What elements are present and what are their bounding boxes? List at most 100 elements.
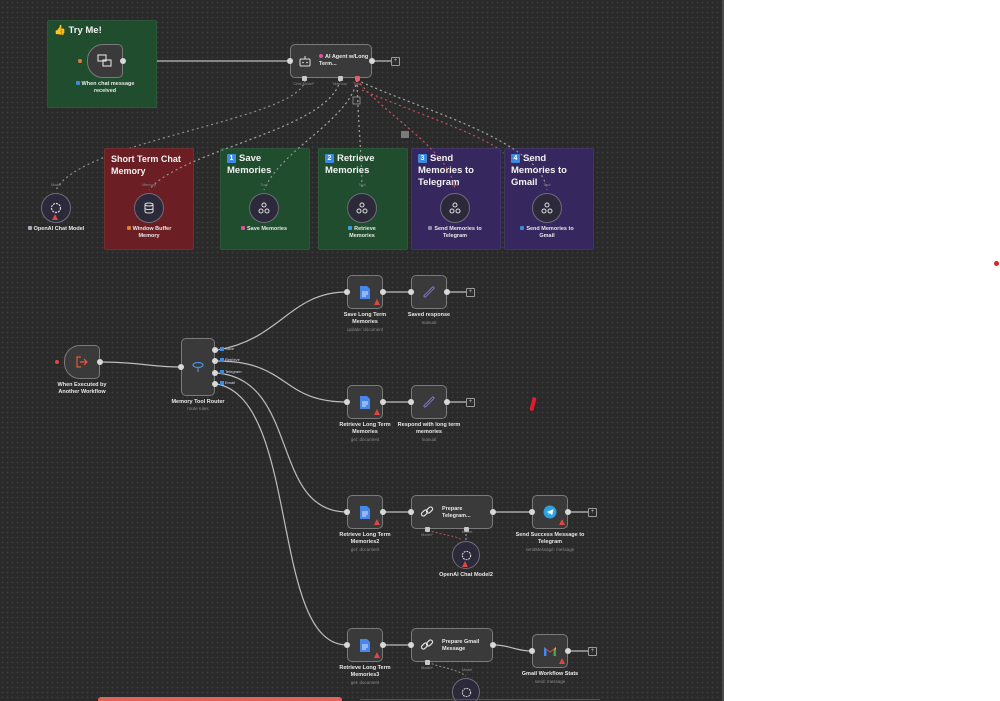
- agent-tool-plus-box: [352, 96, 361, 105]
- pen-icon: [412, 386, 446, 418]
- output-port[interactable]: [380, 642, 386, 648]
- input-port[interactable]: [344, 509, 350, 515]
- input-port[interactable]: [344, 642, 350, 648]
- tool-port[interactable]: [355, 76, 360, 81]
- output-port[interactable]: [380, 289, 386, 295]
- node-label: Memory Tool Router: [171, 399, 225, 405]
- output-port-save[interactable]: [212, 347, 218, 353]
- warning-icon: [374, 652, 380, 658]
- node-subtitle: get: document: [350, 680, 380, 685]
- connection-delete-box: [401, 131, 409, 138]
- router-output-label: Save: [220, 346, 234, 351]
- model-port[interactable]: [425, 660, 430, 665]
- output-port[interactable]: [380, 399, 386, 405]
- cursor-indicator: [994, 261, 999, 266]
- workflow-icon: [348, 194, 376, 222]
- input-port[interactable]: [344, 289, 350, 295]
- input-port[interactable]: [408, 642, 414, 648]
- node-label: Gmail Workflow Stats: [521, 671, 579, 677]
- node-label: Save Memories: [230, 226, 298, 233]
- edge-exec-to-router: [99, 361, 182, 368]
- add-node-button[interactable]: +: [466, 288, 475, 297]
- openai-icon: [453, 679, 479, 701]
- node-respond-long-term-memories[interactable]: [411, 385, 447, 419]
- add-node-button[interactable]: +: [588, 647, 597, 656]
- output-port[interactable]: [444, 399, 450, 405]
- input-port[interactable]: [178, 364, 184, 370]
- google-docs-icon: [348, 496, 382, 528]
- output-port-email[interactable]: [212, 381, 218, 387]
- node-save-memories-tool[interactable]: [249, 193, 279, 223]
- output-port[interactable]: [380, 509, 386, 515]
- node-label: Respond with long term memories: [397, 422, 461, 435]
- node-chat-trigger[interactable]: [87, 44, 123, 78]
- input-port[interactable]: [287, 58, 293, 64]
- node-exec-trigger[interactable]: [64, 345, 100, 379]
- output-port[interactable]: [97, 359, 103, 365]
- output-port[interactable]: [565, 648, 571, 654]
- node-retrieve-memories-tool[interactable]: [347, 193, 377, 223]
- output-port[interactable]: [565, 509, 571, 515]
- exit-icon: [65, 346, 99, 378]
- output-port[interactable]: [490, 509, 496, 515]
- warning-icon: [559, 519, 565, 525]
- edge-router-retrieve: [216, 360, 348, 403]
- input-port[interactable]: [408, 399, 414, 405]
- sticky-title: Short Term Chat Memory: [111, 154, 181, 176]
- node-title: Prepare Gmail Message: [442, 639, 480, 652]
- input-port[interactable]: [529, 648, 535, 654]
- port-label-tool: Tool: [451, 183, 459, 187]
- node-send-gmail-tool[interactable]: [532, 193, 562, 223]
- add-node-button[interactable]: +: [391, 57, 400, 66]
- output-port[interactable]: [444, 289, 450, 295]
- node-ai-agent[interactable]: AI Agent w/Long Term...: [290, 44, 372, 78]
- memory-port[interactable]: [338, 76, 343, 81]
- add-node-button[interactable]: +: [466, 398, 475, 407]
- port-label-memory: Memory: [142, 183, 156, 187]
- chat-model-port[interactable]: [302, 76, 307, 81]
- workflow-icon: [533, 194, 561, 222]
- port-label-model: Model: [461, 530, 473, 534]
- output-port[interactable]: [490, 642, 496, 648]
- input-port[interactable]: [529, 509, 535, 515]
- bottom-toolbar-button[interactable]: [98, 697, 342, 701]
- info-dot: [348, 226, 353, 230]
- node-label: OpenAI Chat Model: [26, 226, 86, 233]
- google-docs-icon: [348, 386, 382, 418]
- input-port[interactable]: [344, 399, 350, 405]
- input-port[interactable]: [408, 509, 414, 515]
- warning-icon: [462, 561, 468, 567]
- node-label: OpenAI Chat Model2: [439, 572, 493, 578]
- output-port[interactable]: [369, 58, 375, 64]
- edge-router-telegram: [216, 372, 348, 513]
- node-memory-tool-router[interactable]: [181, 338, 215, 396]
- node-label: Retrieve Long Term Memories: [339, 422, 391, 435]
- add-node-button[interactable]: +: [588, 508, 597, 517]
- pin-indicator: [55, 360, 59, 364]
- node-window-buffer-memory[interactable]: [134, 193, 164, 223]
- output-port-telegram[interactable]: [212, 370, 218, 376]
- node-label: Window Buffer Memory: [116, 226, 182, 239]
- port-label-chat-model: Chat Model*: [293, 82, 315, 86]
- output-port-retrieve[interactable]: [212, 358, 218, 364]
- node-saved-response[interactable]: [411, 275, 447, 309]
- google-docs-icon: [348, 276, 382, 308]
- router-output-label: Retrieve: [220, 357, 240, 362]
- node-subtitle: route rules: [187, 406, 209, 411]
- bottom-panel-edge: [360, 699, 600, 701]
- canvas-divider: [722, 0, 724, 701]
- model-port[interactable]: [464, 527, 469, 532]
- info-dot: [27, 226, 32, 230]
- switch-icon: [182, 339, 214, 395]
- node-prepare-gmail[interactable]: Prepare Gmail Message: [411, 628, 493, 662]
- node-send-telegram-tool[interactable]: [440, 193, 470, 223]
- input-port[interactable]: [408, 289, 414, 295]
- info-dot: [75, 81, 80, 85]
- output-port[interactable]: [120, 58, 126, 64]
- node-openai-chat-model3[interactable]: [452, 678, 480, 701]
- model-port[interactable]: [425, 527, 430, 532]
- node-prepare-telegram[interactable]: Prepare Telegram...: [411, 495, 493, 529]
